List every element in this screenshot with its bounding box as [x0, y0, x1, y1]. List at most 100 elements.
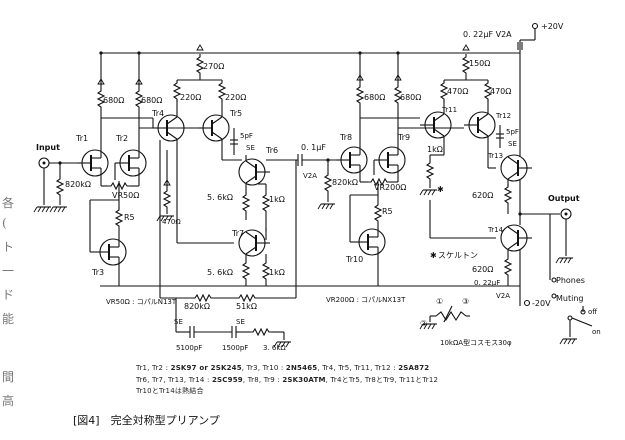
resistor-820k-b: 820kΩ: [332, 178, 358, 187]
parts-note-line-1: Tr1, Tr2 : 2SK97 or 2SK245, Tr3, Tr10 : …: [136, 364, 429, 372]
resistor-470-a: 470Ω: [162, 218, 181, 226]
side-char: 各: [2, 196, 15, 210]
muting-switch[interactable]: [571, 317, 593, 327]
supply-neg-label: -20V: [532, 299, 551, 308]
pot-pin-3: ③: [462, 297, 469, 306]
vr200-note: VR200Ω : コパルNX13T: [326, 296, 406, 304]
cap-bottom-v: V2A: [496, 292, 510, 300]
cap-top-label: 0. 22μF V2A: [463, 30, 512, 39]
resistor-470-b: 470Ω: [447, 87, 468, 96]
supply-terminal: [531, 22, 539, 30]
vr50-note: VR50Ω : コパルN13T: [106, 298, 177, 306]
r5-label-a: R5: [124, 213, 135, 222]
resistor-220-b: 220Ω: [225, 93, 246, 102]
tr10-label: Tr10: [345, 255, 363, 264]
transistor-tr8: [335, 145, 368, 175]
resistor-1k-c: 1kΩ: [427, 145, 443, 154]
note-part: 2SK97 or 2SK245: [170, 364, 242, 372]
tr2-label: Tr2: [115, 134, 128, 143]
side-text-left: 各 ( ト 一 ド 能: [2, 196, 16, 326]
note-text: Tr6, Tr7, Tr13, Tr14 :: [136, 376, 212, 384]
note-text: , Tr4, Tr5, Tr11, Tr12 :: [317, 364, 399, 372]
volume-pot[interactable]: [435, 310, 467, 322]
cap-5pf-a: 5pF: [240, 132, 253, 140]
resistor-220-a: 220Ω: [180, 93, 201, 102]
cap-5pf-b: 5pF: [506, 128, 519, 136]
resistor-1k-b: 1kΩ: [269, 268, 285, 277]
note-text: Tr1, Tr2 :: [136, 364, 171, 372]
skeleton-mark: ✱: [437, 185, 444, 194]
side-char: 能: [2, 312, 15, 326]
input-label: Input: [36, 143, 60, 152]
tr1-label: Tr1: [75, 134, 88, 143]
note-part: 2SA872: [398, 364, 430, 372]
resistor-680-a: 680Ω: [103, 96, 124, 105]
transistor-tr10: [353, 227, 386, 257]
tr3-label: Tr3: [91, 268, 104, 277]
skeleton-mark-2: ✱: [430, 251, 437, 260]
side-char: ド: [2, 288, 15, 302]
resistor-270: 270Ω: [203, 62, 224, 71]
resistor-820k: 820kΩ: [65, 180, 91, 189]
tr12-label: Tr12: [495, 112, 511, 120]
cap-v2a: V2A: [303, 172, 317, 180]
fb-resistor-51k: 51kΩ: [236, 302, 257, 311]
side-char: 間: [2, 370, 15, 384]
resistor-56k-b: 5. 6kΩ: [207, 268, 233, 277]
se-label-a: SE: [246, 144, 255, 152]
transistor-tr14: [500, 224, 533, 252]
resistor-680-b: 680Ω: [141, 96, 162, 105]
tr4-label: Tr4: [151, 109, 164, 118]
note-part: 2SC959: [211, 376, 243, 384]
resistor-470-c: 470Ω: [490, 87, 511, 96]
se-label-b: SE: [508, 140, 517, 148]
resistor-680-c: 680Ω: [364, 93, 385, 102]
pot-pin-1: ①: [436, 297, 443, 306]
fb-se-2: SE: [236, 318, 245, 326]
figure-caption: [図4] 完全対称型プリアンプ: [73, 414, 220, 427]
side-char: (: [2, 216, 7, 230]
transistor-tr1: [76, 148, 109, 178]
tr11-label: Tr11: [441, 106, 457, 114]
tr5-label: Tr5: [229, 109, 242, 118]
resistor-620-a: 620Ω: [472, 191, 493, 200]
transistor-tr5: [197, 114, 230, 142]
fb-se-1: SE: [174, 318, 183, 326]
r5-label-b: R5: [382, 207, 393, 216]
on-label: on: [592, 328, 601, 336]
resistor-1k-a: 1kΩ: [269, 195, 285, 204]
phones-label: Phones: [556, 276, 585, 285]
transistor-tr12: [463, 111, 496, 139]
note-part: 2SK30ATM: [282, 376, 326, 384]
resistor-680-d: 680Ω: [400, 93, 421, 102]
fb-cap-5100: 5100pF: [176, 344, 202, 352]
muting-label: Muting: [556, 294, 583, 303]
transistor-tr6: [238, 158, 271, 186]
vr200-label: VR200Ω: [374, 183, 406, 192]
tr8-label: Tr8: [339, 133, 352, 142]
fb-resistor-820k: 820kΩ: [184, 302, 210, 311]
side-text-left-2: 間 高: [2, 370, 16, 408]
transistor-tr11: [419, 111, 452, 139]
note-text: , Tr8, Tr9 :: [242, 376, 283, 384]
note-part: 2N5465: [285, 364, 318, 372]
parts-note-line-2: Tr6, Tr7, Tr13, Tr14 : 2SC959, Tr8, Tr9 …: [136, 375, 438, 385]
transistor-tr13: [500, 154, 533, 182]
output-label: Output: [548, 194, 580, 203]
tr9-label: Tr9: [397, 133, 410, 142]
note-text: , Tr4とTr5, Tr8とTr9, Tr11とTr12: [325, 376, 439, 384]
skeleton-label: スケルトン: [438, 251, 478, 260]
note-text: Tr10とTr14は熱結合: [136, 387, 204, 395]
off-label: off: [588, 308, 597, 316]
fb-cap-1500: 1500pF: [222, 344, 248, 352]
vr50-label: VR50Ω: [112, 191, 139, 200]
cap-bottom-label: 0. 22μF: [474, 279, 500, 287]
transistor-tr3: [94, 237, 127, 267]
transistor-tr9: [373, 145, 406, 175]
tr14-label: Tr14: [487, 226, 504, 234]
note-text: , Tr3, Tr10 :: [241, 364, 286, 372]
side-char: 高: [2, 394, 15, 408]
transistor-tr2: [114, 148, 147, 178]
tr7-label: Tr7: [231, 229, 244, 238]
supply-terminal-neg: [523, 299, 531, 307]
